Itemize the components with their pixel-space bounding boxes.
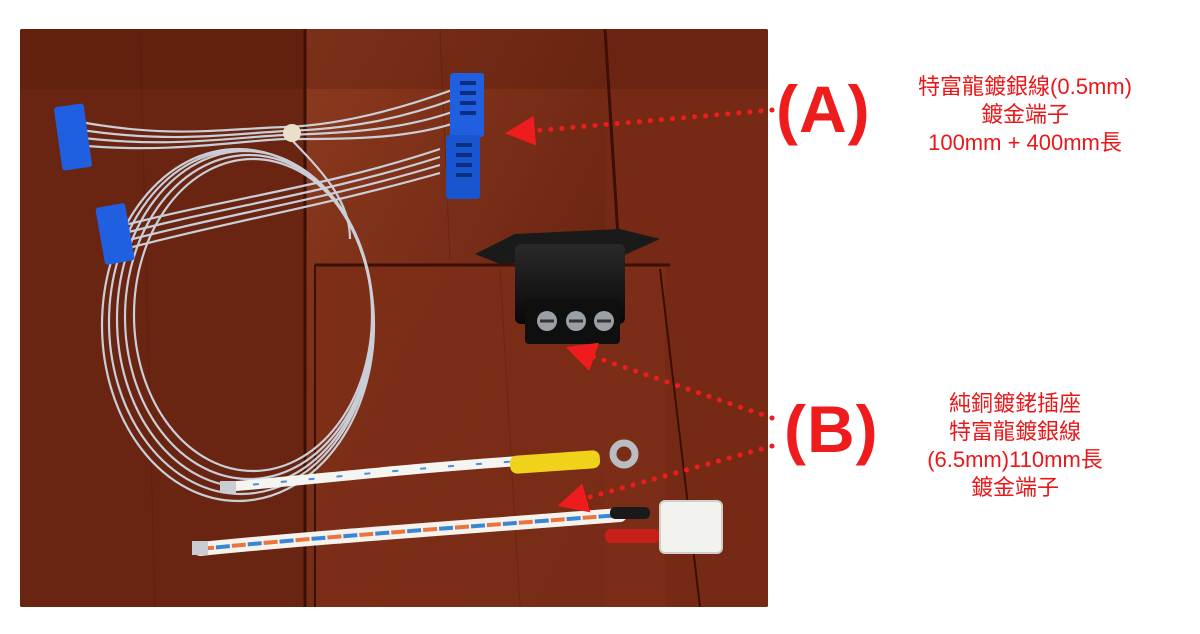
annotation-b-line-3: (6.5mm)110mm長 [927, 447, 1103, 472]
wood-floor-background [20, 29, 768, 607]
marker-b: (B) [784, 392, 879, 466]
silver-wire-harness [74, 87, 456, 503]
annotation-b-line-4: 鍍金端子 [970, 475, 1059, 500]
marker-a: (A) [776, 72, 871, 146]
annotation-b-line-1: 純銅鍍銠插座 [948, 391, 1081, 416]
twisted-pair-wire [192, 500, 723, 556]
annotation-b-text: 純銅鍍銠插座 特富龍鍍銀線 (6.5mm)110mm長 鍍金端子 [870, 390, 1160, 502]
annotation-a-text: 特富龍鍍銀線(0.5mm) 鍍金端子 100mm + 400mm長 [880, 73, 1170, 157]
annotation-a-line-3: 100mm + 400mm長 [928, 130, 1122, 155]
blue-connectors [54, 73, 484, 265]
annotation-a-line-2: 鍍金端子 [980, 102, 1069, 127]
annotation-b-line-2: 特富龍鍍銀線 [948, 419, 1081, 444]
black-terminal-socket [475, 229, 660, 344]
annotation-a-line-1: 特富龍鍍銀線(0.5mm) [918, 74, 1132, 99]
cable-tie-knot [283, 124, 301, 142]
product-photo [20, 29, 768, 607]
